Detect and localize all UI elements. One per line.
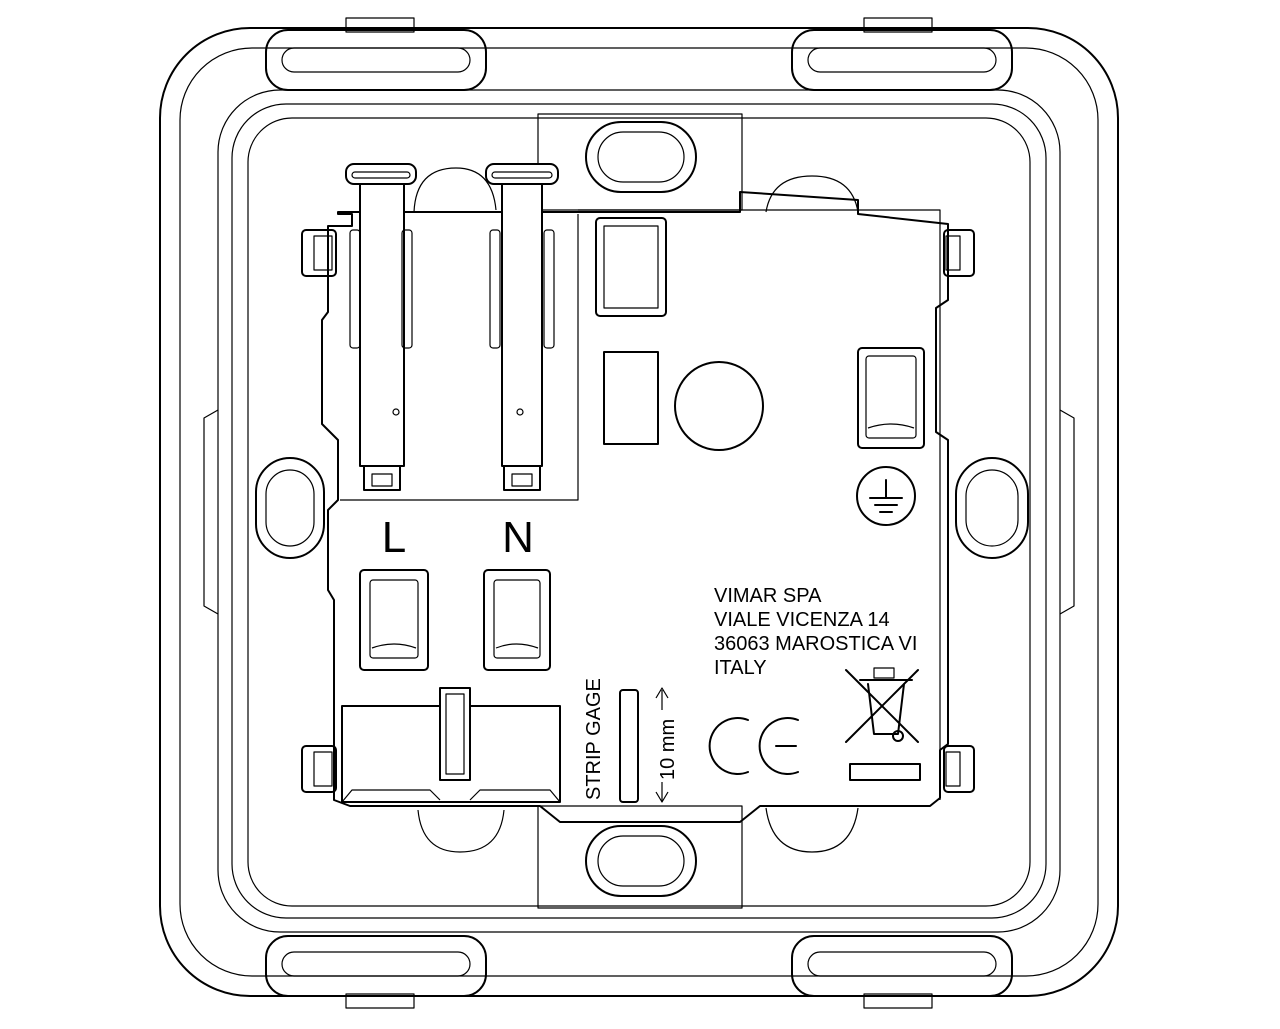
side-clip-bottom-right [943,745,975,793]
wire-entry-live [359,569,429,671]
arch-bottom-right [765,807,859,853]
mounting-hole-bottom [537,805,743,909]
ce-mark-icon [708,717,799,775]
earth-icon [856,466,916,526]
earth-wire-entry [857,347,925,449]
manufacturer-line-2: VIALE VICENZA 14 [714,609,890,631]
crossed-bin-icon [845,667,921,781]
side-clip-bottom-left [301,745,337,793]
module-housing [321,191,949,823]
mounting-hole-left [255,457,325,559]
terminal-screw-live [345,163,417,491]
arch-top-right [765,175,859,213]
centre-hole [674,361,764,451]
frame-slot-bottom-right [791,935,1013,1009]
manufacturer-line-1: VIMAR SPA [714,585,822,607]
arch-top-left [413,167,497,213]
frame-slot-top-left [265,17,487,91]
terminal-label-live: L [382,513,406,562]
release-block [341,687,561,803]
side-clip-top-right [943,229,975,277]
frame-slot-bottom-left [265,935,487,1009]
arch-bottom-left [417,809,505,853]
manufacturer-line-4: ITALY [714,657,767,679]
terminal-screw-neutral [485,163,559,491]
outer-frame [159,27,1119,997]
mounting-hole-top [537,113,743,211]
strip-gage-length: 10 mm [657,719,679,780]
mounting-hole-right [955,457,1029,559]
manufacturer-line-3: 36063 MAROSTICA VI [714,633,917,655]
side-clip-top-left [301,229,337,277]
strip-gage-label: STRIP GAGE [583,678,605,800]
rect-port [603,351,659,445]
wire-entry-neutral [483,569,551,671]
shutter-top [595,217,667,317]
frame-slot-top-right [791,17,1013,91]
terminal-label-neutral: N [502,513,534,562]
strip-gage: STRIP GAGE 10 mm [583,678,679,803]
